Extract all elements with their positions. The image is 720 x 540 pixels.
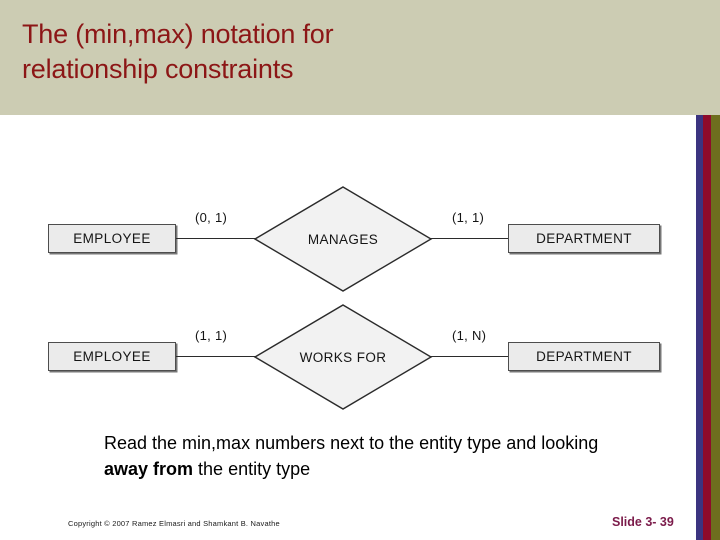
er-diagram: EMPLOYEE (0, 1) MANAGES (1, 1) DEPARTMEN… — [0, 150, 696, 415]
caption-part-2: the entity type — [193, 459, 311, 479]
cardinality-label-left: (1, 1) — [195, 328, 228, 343]
entity-box-left[interactable]: EMPLOYEE — [48, 342, 176, 371]
er-relationship-row: EMPLOYEE (0, 1) MANAGES (1, 1) DEPARTMEN… — [0, 160, 696, 292]
diamond-shape-icon — [253, 186, 433, 292]
caption-part-1: Read the min,max numbers next to the ent… — [104, 433, 599, 453]
page-title: The (min,max) notation for relationship … — [22, 19, 334, 84]
relationship-diamond[interactable]: MANAGES — [253, 185, 433, 293]
copyright-notice: Copyright © 2007 Ramez Elmasri and Shamk… — [68, 519, 280, 528]
entity-label: EMPLOYEE — [73, 231, 151, 246]
entity-box-right[interactable]: DEPARTMENT — [508, 224, 660, 253]
entity-label: DEPARTMENT — [536, 349, 632, 364]
slide-number: Slide 3- 39 — [612, 515, 674, 529]
connector-line-left — [176, 238, 256, 239]
accent-stripe-red — [703, 115, 711, 540]
entity-label: DEPARTMENT — [536, 231, 632, 246]
entity-box-left[interactable]: EMPLOYEE — [48, 224, 176, 253]
connector-line-left — [176, 356, 256, 357]
entity-box-right[interactable]: DEPARTMENT — [508, 342, 660, 371]
diamond-shape-icon — [253, 304, 433, 410]
cardinality-label-right: (1, N) — [452, 328, 487, 343]
accent-stripe-navy — [696, 115, 703, 540]
er-relationship-row: EMPLOYEE (1, 1) WORKS FOR (1, N) DEPARTM… — [0, 278, 696, 410]
caption-emphasis: away from — [104, 459, 194, 479]
caption-text: Read the min,max numbers next to the ent… — [104, 430, 624, 482]
cardinality-label-left: (0, 1) — [195, 210, 228, 225]
relationship-diamond[interactable]: WORKS FOR — [253, 303, 433, 411]
right-accent-stripes — [696, 115, 720, 540]
title-band: The (min,max) notation for relationship … — [0, 0, 720, 115]
entity-label: EMPLOYEE — [73, 349, 151, 364]
cardinality-label-right: (1, 1) — [452, 210, 485, 225]
connector-line-right — [430, 356, 509, 357]
accent-stripe-olive — [711, 115, 720, 540]
connector-line-right — [430, 238, 509, 239]
